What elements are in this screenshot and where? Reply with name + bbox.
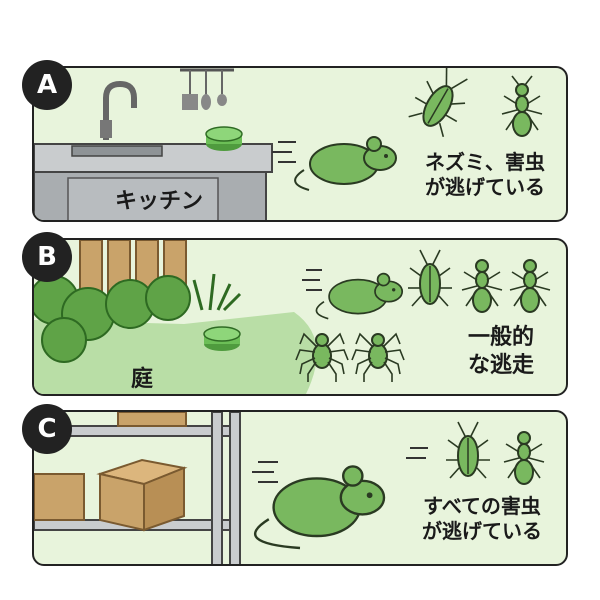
ant-icon [501, 75, 543, 137]
panel-a-caption-line2: が逃げている [425, 175, 545, 199]
faucet [103, 80, 137, 140]
spider-icon [295, 332, 349, 382]
cabinet-door [67, 177, 219, 220]
panel-a-kitchen: キッチン ネズミ、害虫 が逃げている [32, 66, 568, 222]
panel-c-caption-line2: が逃げている [422, 519, 542, 543]
motion-lines-icon [252, 461, 278, 483]
panel-a-caption: ネズミ、害虫 が逃げている [410, 150, 560, 200]
cardboard-box-icon [117, 412, 187, 427]
panel-b-caption-line2: な逃走 [467, 352, 534, 378]
cockroach-icon [446, 421, 490, 479]
kitchen-label: キッチン [114, 189, 203, 214]
cockroach-icon [408, 68, 468, 137]
ant-icon [461, 259, 503, 313]
panel-b-caption-line1: 一般的 [467, 325, 534, 350]
panel-c-storage: すべての害虫 が逃げている [32, 410, 568, 566]
faucet-handle [100, 120, 112, 138]
cardboard-box-icon [34, 473, 85, 521]
motion-lines-icon [302, 269, 322, 291]
kitchen-scene [34, 68, 543, 220]
motion-lines-icon [272, 141, 296, 163]
panel-a-badge: A [22, 60, 72, 110]
garden-scene [34, 240, 551, 394]
grass-tuft [192, 273, 242, 312]
panel-b-caption: 一般的 な逃走 [446, 324, 556, 379]
mouse-icon [254, 465, 386, 550]
cardboard-box-icon [96, 458, 188, 532]
panel-c-caption: すべての害虫 が逃げている [402, 494, 562, 544]
ladle-icon [217, 94, 227, 106]
ant-icon [509, 259, 551, 313]
panel-a-caption-line1: ネズミ、害虫 [425, 150, 545, 174]
motion-lines-icon [406, 447, 428, 459]
cockroach-icon [408, 249, 452, 307]
spider-icon [351, 332, 405, 382]
spoon-icon [201, 94, 211, 110]
panel-b-badge: B [22, 232, 72, 282]
ant-icon [503, 431, 545, 485]
panel-c-caption-line1: すべての害虫 [423, 494, 541, 518]
spatula-icon [182, 94, 198, 110]
mouse-icon [294, 136, 397, 191]
panel-b-garden: 庭 一般的 な逃走 [32, 238, 568, 396]
storage-scene [34, 412, 545, 564]
sink-basin [71, 145, 163, 157]
garden-label: 庭 [130, 367, 153, 392]
mouse-icon [315, 272, 404, 320]
panel-c-badge: C [22, 404, 72, 454]
bushes [34, 275, 191, 363]
